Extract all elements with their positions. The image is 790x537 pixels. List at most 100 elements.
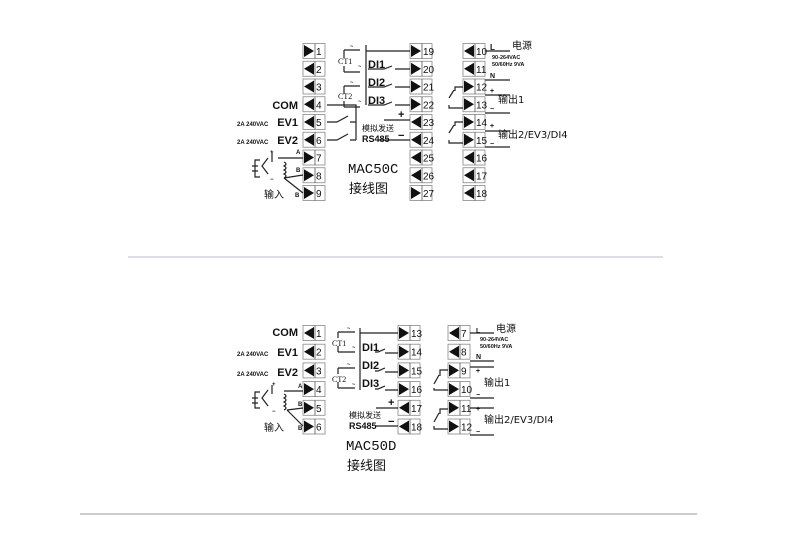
out2-minus: − (490, 141, 494, 148)
di1-label: DI1 (368, 59, 385, 71)
power-label: 电源 (496, 322, 516, 335)
input-b2: B (295, 193, 300, 199)
terminal-2: 2 (302, 60, 326, 77)
terminal-number: 18 (476, 189, 488, 200)
tilde: ~ (347, 362, 350, 368)
ct2-label: CT2 (338, 92, 352, 101)
terminal-number: 11 (461, 404, 472, 415)
terminal-number: 4 (316, 100, 322, 111)
arrow-right-icon (304, 151, 314, 164)
arrow-right-icon (464, 98, 474, 111)
terminal-4: 4 (302, 96, 326, 113)
tilde: ~ (350, 44, 353, 50)
model-name: MAC50D (346, 439, 396, 455)
terminal-number: 8 (316, 171, 322, 182)
model-name: MAC50C (348, 162, 398, 178)
out1-minus: − (490, 106, 494, 113)
input-minus: − (270, 177, 274, 183)
terminal-number: 22 (423, 100, 435, 111)
terminal-16: 16 (397, 381, 423, 398)
terminal-10: 10 (447, 381, 473, 398)
arrow-right-icon (411, 80, 421, 93)
input-label: 输入 (264, 421, 284, 434)
terminal-7: 7 (302, 149, 326, 166)
terminal-number: 1 (316, 329, 322, 340)
terminal-11: 11 (447, 399, 472, 416)
analog-output-label: 模拟发送 (349, 410, 381, 420)
terminal-number: 15 (476, 136, 488, 147)
di3-label: DI3 (362, 378, 379, 390)
terminal-17: 17 (462, 167, 488, 184)
terminal-19: 19 (409, 43, 435, 59)
terminal-17: 17 (397, 399, 423, 416)
ct-di-wiring (343, 45, 410, 108)
arrow-left-icon (464, 151, 474, 164)
terminal-number: 7 (316, 154, 322, 165)
terminal-number: 8 (461, 348, 467, 359)
diagram-caption: 接线图 (349, 181, 388, 197)
out2-plus: + (476, 406, 480, 413)
com-label: COM (272, 327, 298, 339)
output-wiring (448, 50, 510, 148)
ev1-label: EV1 (277, 347, 298, 359)
terminal-number: 16 (411, 385, 423, 396)
terminal-3: 3 (302, 362, 326, 379)
terminal-2: 2 (302, 343, 326, 360)
terminal-26: 26 (409, 167, 435, 184)
arrow-right-icon (399, 327, 409, 339)
terminal-number: 14 (476, 118, 488, 129)
arrow-left-icon (411, 169, 421, 182)
terminal-14: 14 (462, 114, 488, 130)
terminal-1: 1 (302, 43, 326, 59)
ev2-label: EV2 (277, 367, 298, 379)
tilde: ~ (352, 345, 355, 351)
terminal-number: 17 (476, 171, 488, 182)
terminal-number: 6 (316, 136, 322, 147)
terminal-12: 12 (447, 418, 473, 435)
arrow-right-icon (304, 169, 314, 182)
arrow-right-icon (304, 45, 314, 57)
ev2-rating: 2A 240VAC (237, 140, 269, 146)
terminal-27: 27 (409, 185, 435, 201)
terminal-number: 10 (461, 385, 473, 396)
di1-label: DI1 (362, 342, 379, 354)
terminal-3: 3 (302, 78, 326, 95)
terminal-number: 6 (316, 423, 322, 434)
terminal-number: 26 (423, 171, 435, 182)
terminal-18: 18 (397, 418, 423, 435)
terminal-10: 10 (462, 43, 488, 59)
rs485-label: RS485 (362, 134, 390, 144)
terminal-15: 15 (462, 131, 488, 148)
tilde: ~ (350, 80, 353, 86)
ct1-label: CT1 (332, 339, 346, 348)
analog-plus: + (388, 397, 394, 409)
terminal-number: 3 (316, 366, 322, 377)
power-voltage: 90-264VAC (480, 337, 508, 343)
terminal-number: 17 (411, 404, 423, 415)
ct2-label: CT2 (332, 375, 346, 384)
terminal-number: 9 (316, 189, 322, 200)
ev1-label: EV1 (277, 117, 298, 129)
analog-output-label: 模拟发送 (362, 123, 394, 133)
arrow-right-icon (464, 116, 474, 128)
power-label: 电源 (512, 39, 532, 52)
terminal-number: 1 (316, 47, 322, 58)
terminal-number: 2 (316, 65, 322, 76)
rs485-label: RS485 (349, 421, 377, 431)
com-label: COM (272, 100, 298, 112)
terminal-21: 21 (409, 78, 435, 95)
terminal-1: 1 (302, 325, 326, 341)
arrow-right-icon (411, 45, 421, 57)
arrow-left-icon (304, 327, 314, 339)
terminal-24: 24 (409, 131, 435, 148)
di3-label: DI3 (368, 95, 385, 107)
arrow-left-icon (464, 187, 474, 199)
terminal-number: 13 (411, 329, 423, 340)
terminal-number: 27 (423, 189, 435, 200)
output2-label: 输出2/EV3/DI4 (498, 128, 568, 141)
terminal-number: 15 (411, 366, 423, 377)
out1-minus: − (476, 392, 480, 399)
terminal-number: 5 (316, 118, 322, 129)
